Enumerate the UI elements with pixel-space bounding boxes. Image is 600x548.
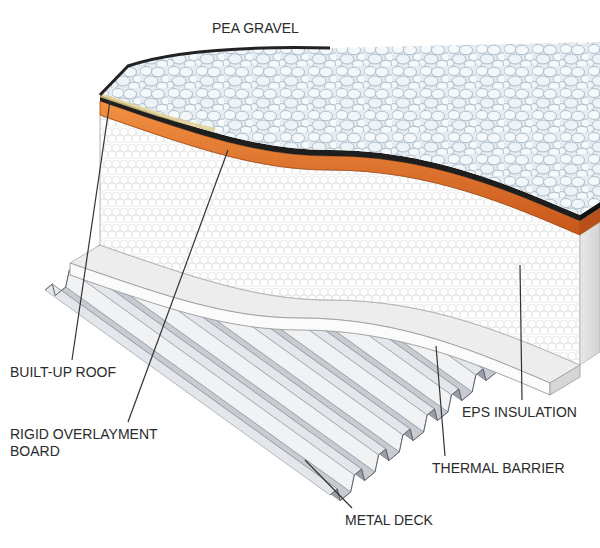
gravel-surface	[100, 42, 600, 215]
leader-line	[128, 150, 228, 422]
part-label: EPS INSULATION	[462, 404, 577, 421]
bitumen-sheen	[100, 95, 215, 130]
part-label: BUILT-UP ROOF	[10, 364, 116, 381]
insulation-side	[580, 222, 600, 365]
pea-gravel	[100, 42, 600, 215]
leader-line	[72, 101, 110, 360]
leader-line	[305, 460, 352, 508]
part-label: RIGID OVERLAYMENT BOARD	[10, 426, 175, 460]
leader-lines	[72, 101, 522, 508]
part-label: THERMAL BARRIER	[432, 460, 565, 477]
gravel-edge	[100, 48, 330, 95]
part-label: PEA GRAVEL	[212, 20, 299, 37]
board-end	[550, 365, 580, 395]
leader-line	[436, 346, 445, 456]
part-label: METAL DECK	[345, 512, 433, 529]
leader-line	[520, 265, 522, 400]
